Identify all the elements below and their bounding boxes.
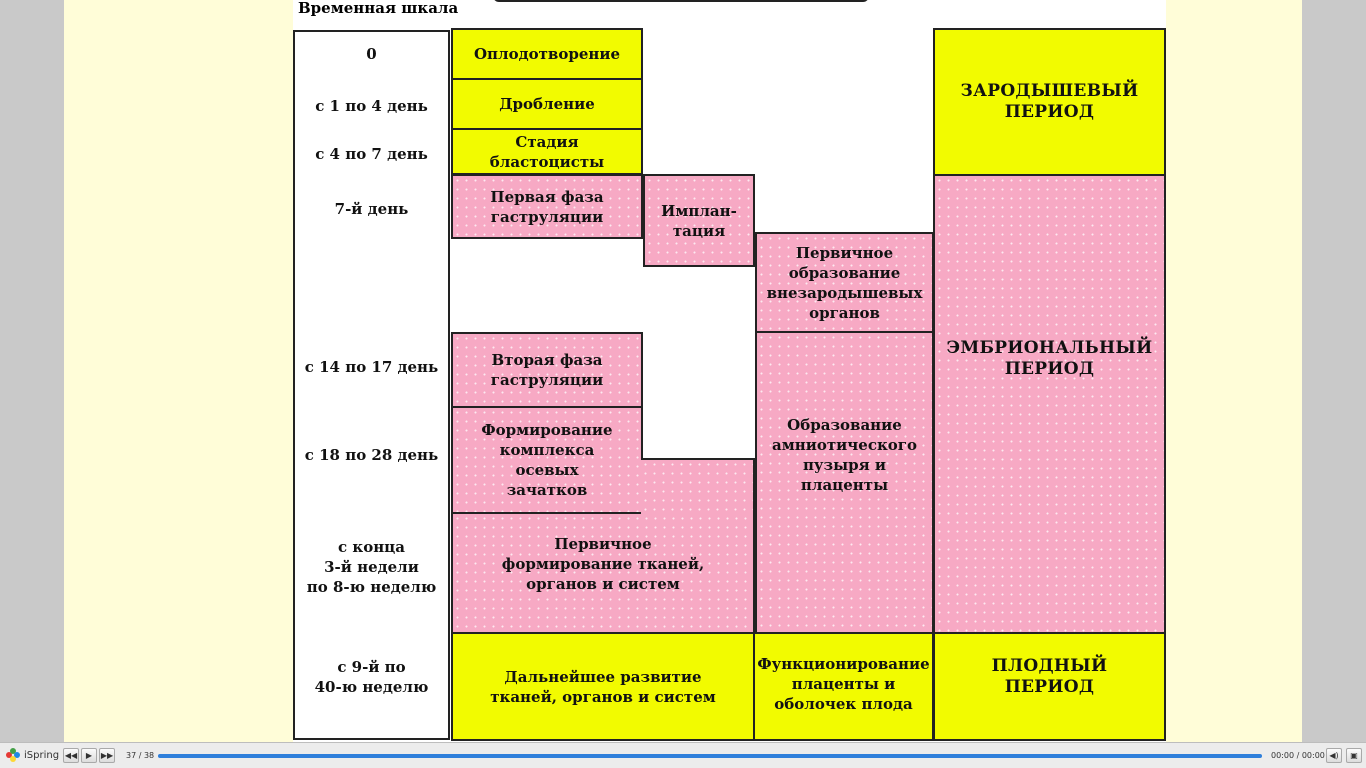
play-icon: ▶ bbox=[85, 751, 93, 760]
ispring-flower-icon bbox=[6, 748, 20, 762]
decorative-line bbox=[493, 0, 869, 2]
stage-further-development: Дальнейшее развитие тканей, органов и си… bbox=[451, 632, 755, 741]
timeline-label-4: с 14 по 17 день bbox=[304, 358, 439, 376]
timeline-column bbox=[293, 30, 450, 740]
timeline-label-1: с 1 по 4 день bbox=[315, 97, 428, 115]
fast-forward-icon: ▶▶ bbox=[100, 751, 114, 760]
stage-gastrulation-2: Вторая фаза гаструляции bbox=[451, 332, 643, 408]
volume-button[interactable]: ◀) bbox=[1326, 748, 1342, 763]
timeline-label-2: с 4 по 7 день bbox=[315, 145, 428, 163]
stage-fertilization: Оплодотворение bbox=[451, 28, 643, 80]
slide-title: Временная шкала bbox=[298, 0, 459, 17]
brand-label: iSpring bbox=[24, 749, 60, 761]
period-germinal: ЗАРОДЫШЕВЫЙ ПЕРИОД bbox=[933, 28, 1166, 176]
timeline-label-7: с 9-й по 40-ю неделю bbox=[314, 658, 429, 696]
stage-primary-formation-top bbox=[641, 458, 755, 516]
time-display: 00:00 / 00:00 bbox=[1271, 751, 1325, 760]
next-slide-button[interactable]: ▶▶ bbox=[99, 748, 115, 763]
ispring-logo: iSpring bbox=[6, 748, 59, 762]
stage-primary-formation: Первичное формирование тканей, органов и… bbox=[451, 512, 755, 634]
previous-slide-button[interactable]: ◀◀ bbox=[63, 748, 79, 763]
stage-extraembryonic-organs: Первичное образование внезародышевых орг… bbox=[755, 232, 934, 333]
stage-cleavage: Дробление bbox=[451, 78, 643, 130]
fullscreen-button[interactable]: ▣ bbox=[1346, 748, 1362, 763]
timeline-label-0: 0 bbox=[366, 45, 377, 63]
stage-gastrulation-1: Первая фаза гаструляции bbox=[451, 174, 643, 239]
stage-amnion-placenta: Образование амниотического пузыря и плац… bbox=[755, 331, 934, 635]
stage-placenta-function: Функционирование плаценты и оболочек пло… bbox=[753, 632, 934, 741]
period-fetal: ПЛОДНЫЙ ПЕРИОД bbox=[933, 632, 1166, 741]
speaker-icon: ◀) bbox=[1329, 751, 1339, 760]
timeline-label-5: с 18 по 28 день bbox=[304, 446, 439, 464]
timeline-label-6: с конца 3-й недели по 8-ю неделю bbox=[306, 538, 437, 596]
play-button[interactable]: ▶ bbox=[81, 748, 97, 763]
period-embryonic: ЭМБРИОНАЛЬНЫЙ ПЕРИОД bbox=[933, 174, 1166, 634]
timeline-label-3: 7-й день bbox=[334, 200, 409, 218]
slide-counter: 37 / 38 bbox=[126, 751, 155, 760]
rewind-icon: ◀◀ bbox=[64, 751, 78, 760]
stage-axial-complex: Формирование комплекса осевых зачатков bbox=[451, 406, 643, 514]
fullscreen-icon: ▣ bbox=[1350, 751, 1358, 760]
stage-blastocyst: Стадия бластоцисты bbox=[451, 128, 643, 175]
player-bar: iSpring ◀◀ ▶ ▶▶ 37 / 38 00:00 / 00:00 ◀)… bbox=[0, 742, 1366, 768]
stage-implantation: Имплан- тация bbox=[643, 174, 755, 267]
progress-bar[interactable] bbox=[158, 754, 1262, 758]
